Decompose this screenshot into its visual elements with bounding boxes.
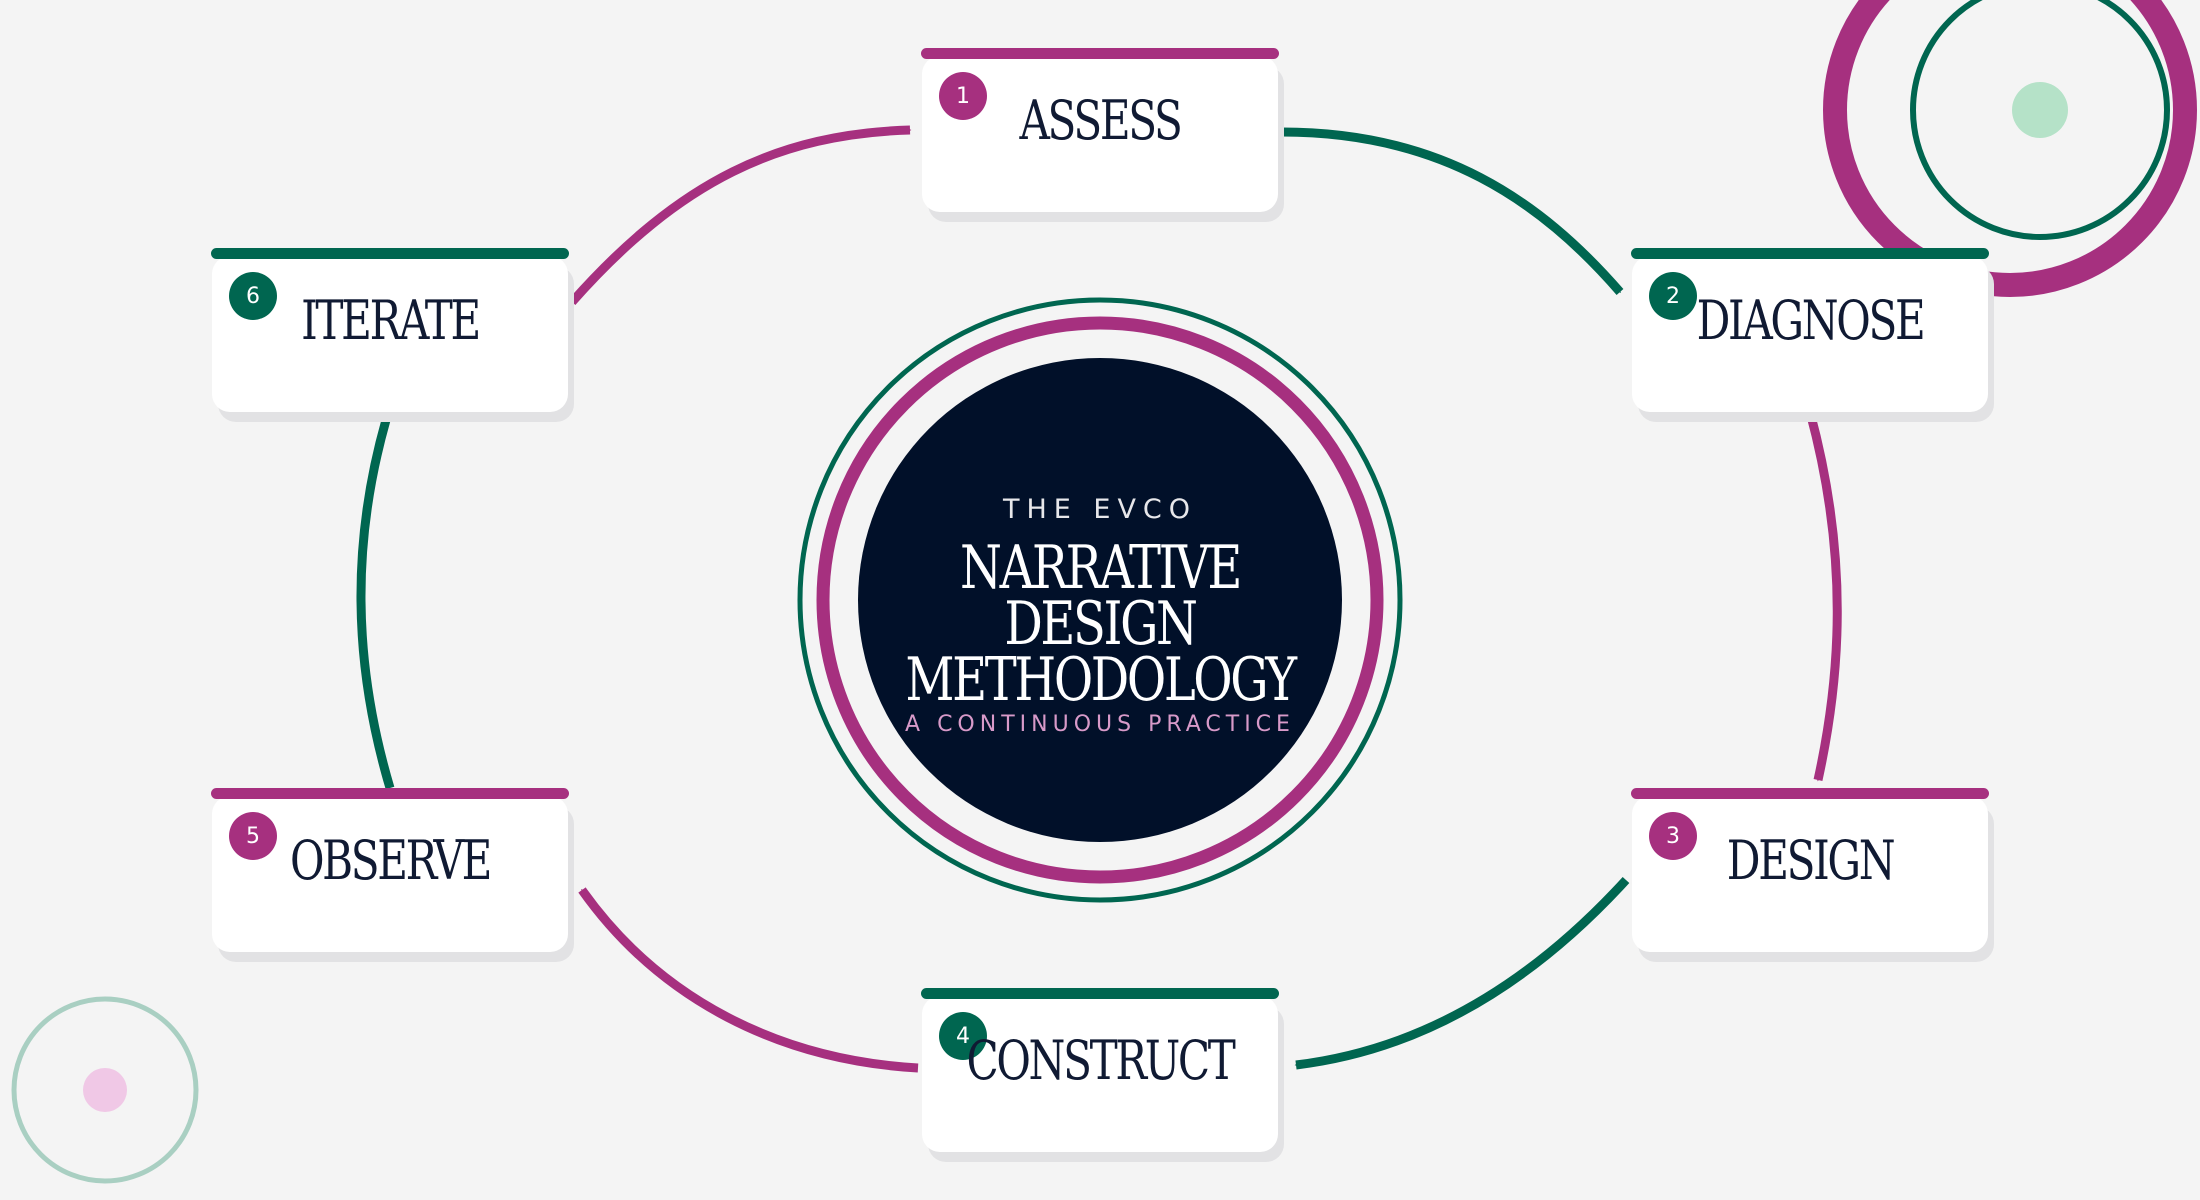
arrow-observe-to-iterate: [356, 418, 395, 790]
step-accent-bar: [921, 988, 1279, 999]
decor-dot-mint: [2012, 82, 2068, 138]
center-kicker: THE EVCO: [1002, 494, 1198, 525]
step-card-design: 3 DESIGN: [1631, 788, 1989, 952]
step-number-badge: 1: [939, 72, 987, 120]
center-title-line-2: METHODOLOGY: [905, 645, 1297, 715]
step-card-diagnose: 2 DIAGNOSE: [1631, 248, 1989, 412]
step-label: ASSESS: [1019, 89, 1182, 152]
arrow-construct-to-observe: [578, 887, 919, 1073]
decor-ring-magenta: [1823, 0, 2197, 297]
arrow-diagnose-to-design: [1805, 410, 1842, 782]
step-accent-bar: [211, 788, 569, 799]
center-subtitle: A CONTINUOUS PRACTICE: [905, 712, 1295, 737]
center-title-line-1: NARRATIVE DESIGN: [959, 533, 1242, 659]
center-magenta-ring: [816, 316, 1384, 884]
step-label: ITERATE: [301, 289, 481, 352]
center-outer-ring: [797, 297, 1403, 903]
decorative-ring-bottom-left: [11, 996, 199, 1184]
step-number-badge: 4: [939, 1012, 987, 1060]
step-accent-bar: [1631, 788, 1989, 799]
step-accent-bar: [1631, 248, 1989, 259]
decorative-rings-top-right: [1823, 0, 2197, 297]
step-number-badge: 3: [1649, 812, 1697, 860]
cycle-arrows: [356, 125, 1842, 1073]
step-card-iterate: 6 ITERATE: [211, 248, 569, 412]
step-number-badge: 6: [229, 272, 277, 320]
step-accent-bar: [921, 48, 1279, 59]
center-title: NARRATIVE DESIGN METHODOLOGY: [900, 533, 1300, 715]
step-label: OBSERVE: [289, 829, 492, 892]
decor-ring-green: [1910, 0, 2170, 240]
center-disc: [858, 358, 1342, 842]
step-card-construct: 4 CONSTRUCT: [921, 988, 1279, 1152]
step-card-observe: 5 OBSERVE: [211, 788, 569, 952]
decor-ring-sage: [11, 996, 199, 1184]
step-label: DIAGNOSE: [1696, 289, 1926, 352]
step-number-badge: 2: [1649, 272, 1697, 320]
step-card-assess: 1 ASSESS: [921, 48, 1279, 212]
center-emblem: [797, 297, 1403, 903]
arrow-iterate-to-assess: [568, 125, 912, 305]
arrow-design-to-construct: [1294, 876, 1630, 1070]
arrow-assess-to-diagnose: [1281, 127, 1624, 295]
decor-dot-pink: [83, 1068, 127, 1112]
step-label: CONSTRUCT: [966, 1029, 1235, 1092]
step-accent-bar: [211, 248, 569, 259]
step-label: DESIGN: [1726, 829, 1896, 892]
step-number-badge: 5: [229, 812, 277, 860]
